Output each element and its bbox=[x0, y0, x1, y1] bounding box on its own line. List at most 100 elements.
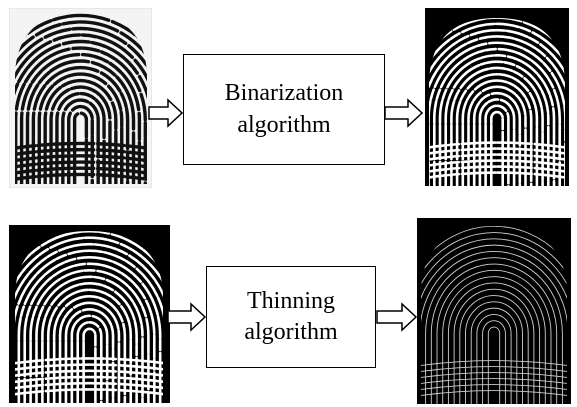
ridge-line bbox=[484, 104, 510, 186]
binarization-label: Binarization bbox=[224, 80, 344, 107]
ridge-line bbox=[438, 54, 556, 186]
ridge-line bbox=[429, 28, 565, 186]
ridge-line bbox=[25, 59, 136, 184]
fingerprint-binarized-image bbox=[9, 225, 170, 403]
ridge-line bbox=[429, 147, 565, 156]
ridge-line bbox=[421, 378, 567, 385]
ridge-line bbox=[46, 288, 133, 403]
ridge-line bbox=[72, 111, 89, 184]
ridge-line bbox=[429, 159, 565, 168]
ridge-line bbox=[15, 154, 147, 164]
arrow-right-icon bbox=[384, 98, 424, 128]
ridge-line bbox=[15, 231, 163, 403]
ridge-line bbox=[421, 226, 567, 404]
ridge-line bbox=[15, 20, 147, 184]
ridge-line bbox=[23, 262, 156, 403]
ridge-line bbox=[470, 307, 518, 404]
ridge-line bbox=[453, 288, 535, 404]
ridge-line bbox=[429, 165, 565, 174]
arrow-right-icon bbox=[167, 302, 207, 332]
ridge-line bbox=[429, 171, 565, 180]
ridge-line bbox=[15, 13, 147, 184]
ridge-line bbox=[67, 104, 94, 184]
ridge-line bbox=[35, 275, 144, 403]
ridge-line bbox=[430, 263, 558, 404]
ridge-line bbox=[461, 79, 533, 186]
ridge-line bbox=[429, 41, 565, 186]
ridge-line bbox=[490, 110, 504, 186]
thinning-label: Thinning bbox=[246, 287, 335, 314]
ridge-line bbox=[41, 281, 138, 403]
ridge-line bbox=[55, 91, 106, 184]
ridge-line bbox=[15, 369, 163, 378]
algorithm-label: algorithm bbox=[244, 319, 338, 345]
ridge-line bbox=[64, 308, 115, 403]
ridge-line bbox=[15, 236, 163, 403]
ridge-line bbox=[429, 153, 565, 162]
ridge-line bbox=[15, 39, 147, 184]
arrow-right-icon bbox=[376, 302, 418, 332]
ridge-line bbox=[52, 295, 127, 403]
ridge-line bbox=[15, 26, 147, 184]
ridge-line bbox=[429, 35, 565, 186]
ridge-line bbox=[444, 60, 550, 186]
ridge-line bbox=[429, 22, 565, 186]
ridge-line bbox=[15, 242, 163, 403]
ridge-line bbox=[15, 33, 147, 184]
ridge-line bbox=[15, 141, 147, 151]
ridge-line bbox=[61, 98, 100, 184]
ridge-line bbox=[15, 375, 163, 384]
ridge-line bbox=[421, 384, 567, 391]
ridge-line bbox=[15, 46, 147, 184]
ridge-line bbox=[19, 52, 142, 184]
ridge-line bbox=[429, 141, 565, 150]
ridge-line bbox=[49, 85, 112, 184]
ridge-line bbox=[472, 91, 522, 186]
ridge-line bbox=[15, 172, 147, 182]
ridge-line bbox=[15, 357, 163, 366]
ridge-line bbox=[76, 321, 103, 403]
ridge-line bbox=[421, 360, 567, 367]
ridge-line bbox=[450, 66, 544, 186]
ridge-line bbox=[421, 232, 567, 404]
ridge-line bbox=[421, 366, 567, 373]
ridge-line bbox=[455, 72, 539, 186]
ridge-line bbox=[15, 388, 163, 397]
ridge-line bbox=[433, 47, 561, 186]
ridge-line bbox=[15, 381, 163, 391]
ridge-line bbox=[447, 282, 541, 404]
ridge-line bbox=[425, 257, 563, 404]
ridge-line bbox=[31, 65, 130, 184]
ridge-line bbox=[421, 244, 567, 404]
ridge-line bbox=[442, 276, 546, 404]
ridge-line bbox=[487, 326, 501, 404]
ridge-line bbox=[70, 314, 109, 403]
fingerprint-binarized-image bbox=[425, 8, 569, 186]
ridge-line bbox=[15, 147, 147, 157]
ridge-line bbox=[17, 255, 162, 403]
ridge-line bbox=[482, 320, 506, 404]
ridge-line bbox=[15, 249, 163, 403]
binarization-algorithm-box: Binarization algorithm bbox=[183, 54, 385, 165]
ridge-line bbox=[43, 78, 118, 184]
ridge-line bbox=[15, 166, 147, 176]
ridge-line bbox=[37, 72, 124, 184]
ridge-line bbox=[82, 327, 97, 403]
ridge-line bbox=[15, 160, 147, 170]
ridge-line bbox=[465, 301, 523, 404]
fingerprint-thinned-image bbox=[417, 218, 571, 404]
ridge-line bbox=[478, 98, 516, 186]
ridge-line bbox=[58, 301, 121, 403]
arrow-right-icon bbox=[148, 98, 184, 128]
ridge-line bbox=[467, 85, 527, 186]
algorithm-label: algorithm bbox=[237, 111, 331, 138]
ridge-line bbox=[459, 295, 529, 404]
fingerprint-grayscale-image bbox=[9, 8, 152, 188]
ridge-line bbox=[476, 314, 512, 404]
ridge-line bbox=[29, 269, 150, 403]
ridge-line bbox=[421, 238, 567, 404]
ridge-line bbox=[421, 251, 567, 404]
thinning-algorithm-box: Thinning algorithm bbox=[206, 266, 376, 368]
ridge-line bbox=[421, 390, 567, 397]
ridge-line bbox=[15, 363, 163, 372]
